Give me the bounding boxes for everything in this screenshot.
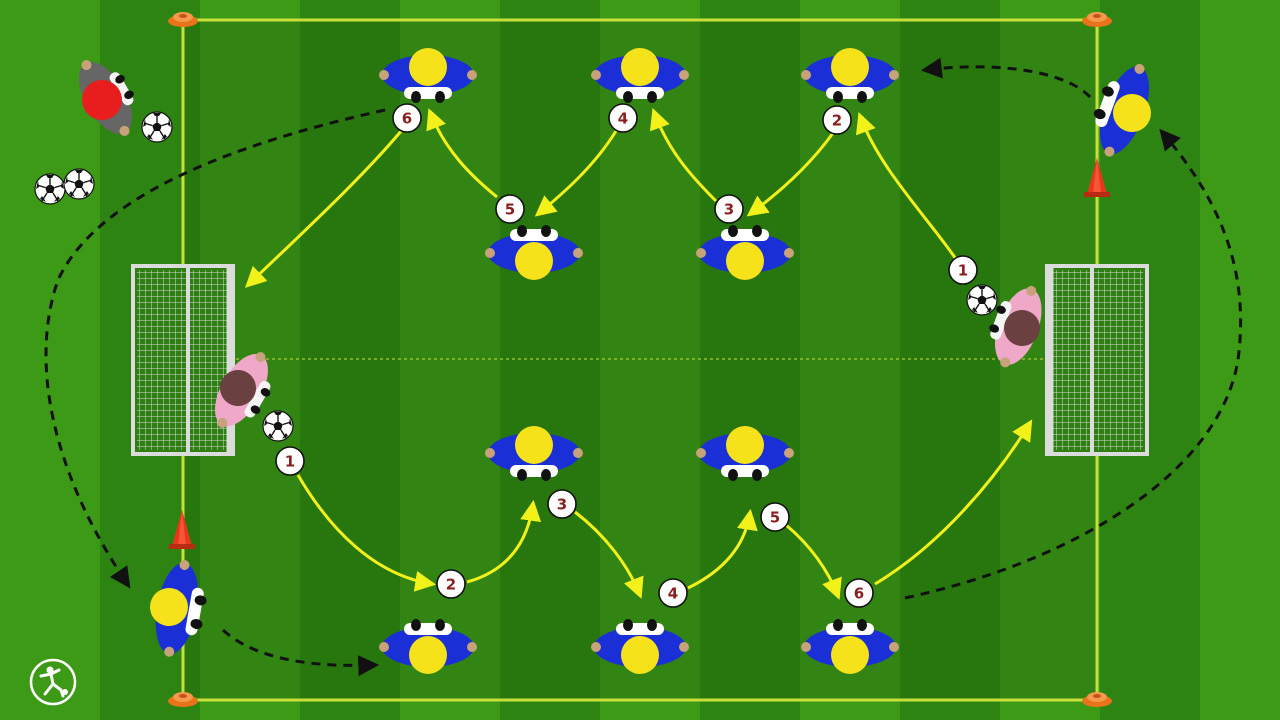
pass-arrow xyxy=(746,132,835,217)
sequence-badge: 3 xyxy=(547,489,577,519)
top-pass-arrows xyxy=(244,108,960,288)
pass-arrow xyxy=(574,510,644,599)
sequence-badge: 5 xyxy=(495,194,525,224)
badge-number: 1 xyxy=(958,262,968,280)
player-run-paths xyxy=(44,57,1243,677)
badge-number: 5 xyxy=(505,201,515,219)
pass-arrow xyxy=(296,474,437,592)
soccer-ball-icon xyxy=(966,284,998,316)
soccer-ball-icon xyxy=(63,168,95,200)
soccer-ball-icon xyxy=(141,111,173,143)
pass-arrow xyxy=(649,108,718,203)
sequence-badge: 1 xyxy=(275,446,305,476)
badge-number: 2 xyxy=(832,112,842,130)
pass-arrow xyxy=(874,419,1033,586)
badge-number: 1 xyxy=(285,453,295,471)
sequence-badge: 2 xyxy=(822,105,852,135)
goal-net-icon xyxy=(133,266,233,454)
badge-number: 3 xyxy=(557,496,567,514)
soccer-ball-icon xyxy=(262,410,294,442)
run-path-right-loop xyxy=(904,128,1243,600)
badge-number: 4 xyxy=(668,585,678,603)
pass-arrow xyxy=(244,129,404,288)
badge-number: 2 xyxy=(446,576,456,594)
pass-arrow xyxy=(534,130,618,217)
goal-left xyxy=(133,266,233,454)
badge-number: 4 xyxy=(618,110,628,128)
run-path-top-left-loop xyxy=(44,108,386,589)
badge-number: 6 xyxy=(402,110,412,128)
sequence-badge: 5 xyxy=(760,502,790,532)
sequence-badge: 1 xyxy=(948,255,978,285)
top-sequence-badges: 1 2 3 4 5 6 xyxy=(392,103,978,285)
sequence-badge: 4 xyxy=(608,103,638,133)
pass-arrow xyxy=(855,112,960,263)
run-path-top-right xyxy=(920,57,1092,99)
bottom-sequence-badges: 1 2 3 4 5 6 xyxy=(275,446,874,608)
brand-logo-icon xyxy=(29,658,77,706)
sequence-badge: 3 xyxy=(714,194,744,224)
sequence-badge: 6 xyxy=(844,578,874,608)
badge-number: 5 xyxy=(770,509,780,527)
pass-arrow xyxy=(785,523,842,600)
goal-right xyxy=(1047,266,1147,454)
pass-arrow xyxy=(426,108,498,199)
run-path-bottom-left xyxy=(221,628,380,677)
badge-number: 6 xyxy=(854,585,864,603)
sequence-badge: 6 xyxy=(392,103,422,133)
bottom-pass-arrows xyxy=(296,419,1033,600)
goal-net-icon xyxy=(1047,266,1147,454)
pass-arrow xyxy=(687,508,758,590)
pass-arrow xyxy=(466,499,542,584)
soccer-ball-icon xyxy=(34,173,66,205)
sequence-badge: 2 xyxy=(436,569,466,599)
sequence-badge: 4 xyxy=(658,578,688,608)
badge-number: 3 xyxy=(724,201,734,219)
